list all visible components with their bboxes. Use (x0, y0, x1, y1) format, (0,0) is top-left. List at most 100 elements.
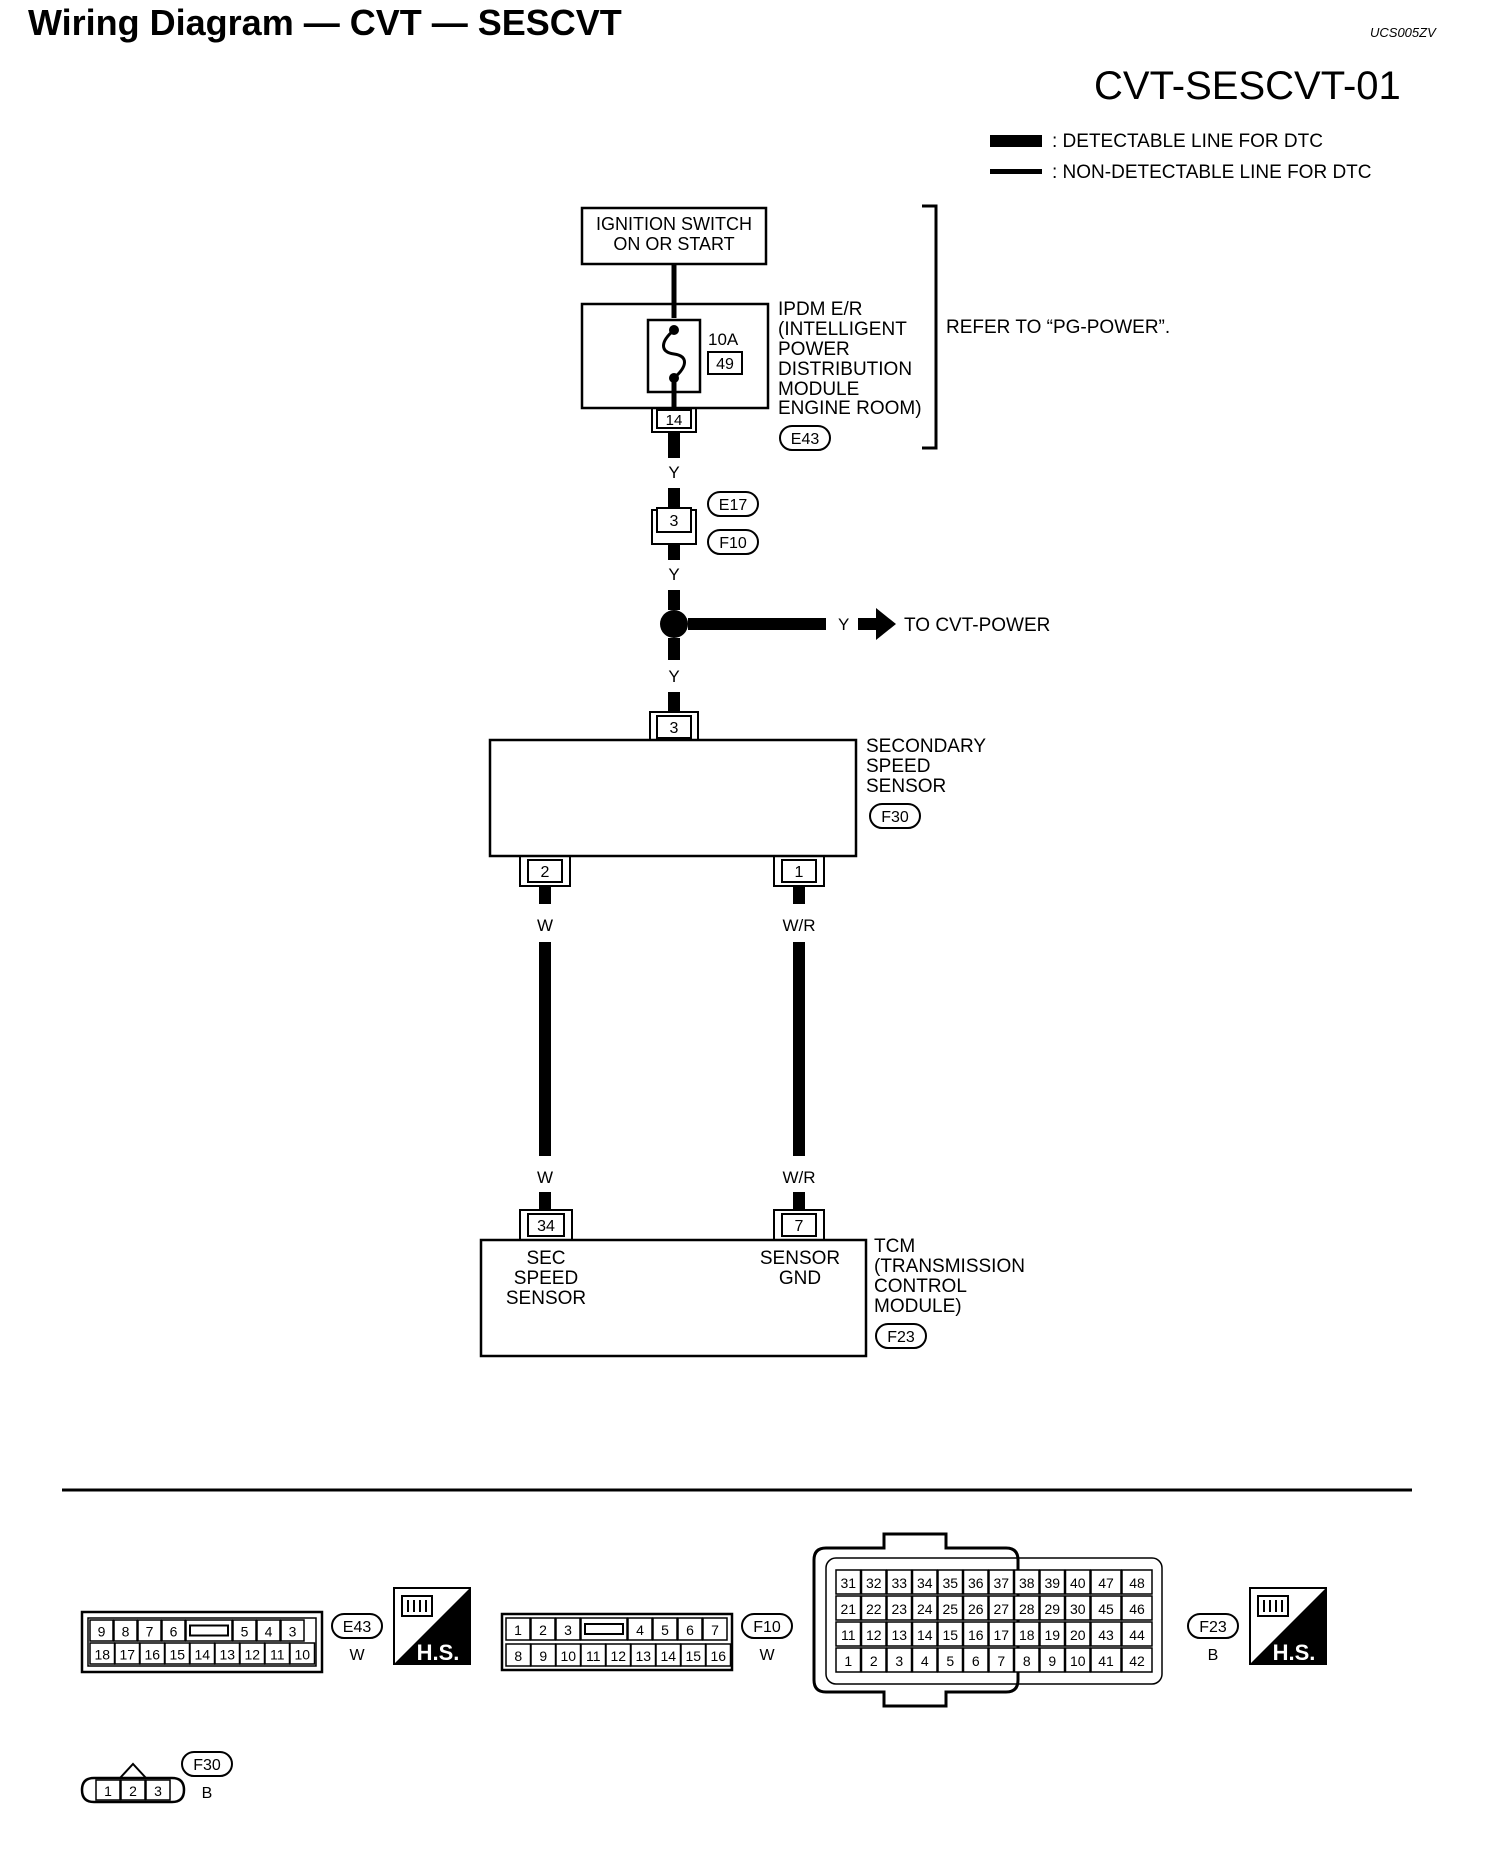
connector-pin-cell (702, 1617, 728, 1641)
connector-pin-cell (1039, 1569, 1066, 1595)
joint-connector-top: E17 (719, 497, 748, 514)
tcm-pin-left: 34 (519, 1209, 573, 1240)
wire-wr-label-bottom: W/R (782, 1168, 815, 1187)
ignition-label-1: IGNITION SWITCH (596, 214, 752, 234)
refer-bracket: REFER TO “PG-POWER”. (922, 204, 1170, 450)
sensor-pin-top: 3 (649, 711, 699, 740)
tcm-connector-label: F23 (887, 1329, 915, 1346)
connector-pin-number: 42 (1129, 1653, 1145, 1669)
connector-pin-cell (145, 1779, 171, 1801)
connector-pin-number: 11 (586, 1648, 601, 1664)
tcm-left-label-2: SPEED (514, 1268, 578, 1289)
connector-pin-cell (185, 1619, 233, 1642)
connector-pin-number: 19 (1044, 1627, 1060, 1643)
connector-pin-number: 47 (1098, 1575, 1114, 1591)
connector-pin-number: 44 (1129, 1627, 1145, 1643)
connector-pin-cell (505, 1617, 531, 1641)
joint-connector-badge-bottom (707, 529, 759, 555)
connector-pin-number: 6 (972, 1653, 980, 1669)
connector-f30-label: F30 (193, 1757, 221, 1774)
connector-pin-number: 7 (997, 1653, 1005, 1669)
connector-pin-number: 5 (661, 1622, 669, 1638)
connector-pin-number: 36 (968, 1575, 984, 1591)
joint-connector: 3 E17 F10 (651, 491, 759, 555)
connector-pin-number: 9 (1048, 1653, 1056, 1669)
connector-pin-number: 14 (660, 1648, 676, 1664)
connector-pin-cell (1064, 1647, 1091, 1673)
ipdm-name-3: POWER (778, 339, 850, 360)
connector-pin-cell (232, 1619, 257, 1642)
connector-pin-cell (137, 1619, 162, 1642)
connector-pin-cell (988, 1621, 1015, 1647)
connector-pin-cell (860, 1569, 887, 1595)
wire-y-label-2: Y (668, 565, 679, 584)
tcm-pin-left-number: 34 (537, 1218, 555, 1235)
ipdm-name-1: IPDM E/R (778, 299, 862, 320)
connector-pin-cell (835, 1647, 862, 1673)
connector-pin-number: 45 (1098, 1601, 1114, 1617)
fuse-amperage: 10A (708, 330, 739, 349)
connector-pin-cell (677, 1617, 703, 1641)
connector-key-slot (584, 1623, 624, 1635)
connector-pin-number: 14 (917, 1627, 933, 1643)
connector-pin-number: 1 (514, 1622, 522, 1638)
connector-pin-number: 1 (844, 1653, 852, 1669)
connector-pin-cell (280, 1619, 305, 1642)
connector-pin-number: 3 (289, 1624, 297, 1640)
connector-pictogram-icon (1257, 1595, 1289, 1617)
connector-pin-number: 33 (891, 1575, 907, 1591)
secondary-speed-sensor: SECONDARY SPEED SENSOR F30 (488, 736, 986, 858)
tcm-left-label-3: SENSOR (506, 1288, 586, 1309)
connector-pin-cell (937, 1647, 964, 1673)
joint-connector-badge-top (707, 491, 759, 517)
connector-pin-cell (886, 1595, 913, 1621)
connector-pin-cell (835, 1569, 862, 1595)
ipdm-connector-badge (779, 425, 831, 451)
connector-e43-color: W (349, 1647, 365, 1664)
connector-pin-number: 38 (1019, 1575, 1035, 1591)
connector-pin-number: 4 (636, 1622, 644, 1638)
connector-pin-number: 3 (154, 1783, 162, 1799)
wire-w-label-bottom: W (537, 1168, 553, 1187)
wire-y-label-1: Y (668, 463, 679, 482)
connector-pin-cell (962, 1569, 989, 1595)
tcm-pin-right: 7 (773, 1209, 825, 1240)
connector-pin-number: 2 (539, 1622, 547, 1638)
joint-pin-number: 3 (670, 513, 679, 530)
tcm-name-1: TCM (874, 1236, 915, 1257)
connector-pin-cell (937, 1569, 964, 1595)
connector-pin-number: 18 (1019, 1627, 1035, 1643)
connector-pin-cell (911, 1569, 938, 1595)
refer-note: REFER TO “PG-POWER”. (946, 317, 1170, 338)
tcm-box: SEC SPEED SENSOR SENSOR GND (479, 1238, 868, 1358)
connector-pin-cell (627, 1617, 653, 1641)
hs-label-e43: H.S. (417, 1640, 460, 1665)
connector-pin-number: 15 (942, 1627, 958, 1643)
tcm-name-3: CONTROL (874, 1276, 967, 1297)
connector-pin-cell (988, 1569, 1015, 1595)
arrow-right-icon (858, 608, 896, 640)
sensor-pin-left: 2 (519, 856, 571, 887)
connector-pin-cell (1039, 1621, 1066, 1647)
connector-pin-number: 9 (539, 1648, 547, 1664)
connector-pin-cell (1090, 1647, 1122, 1673)
connector-pictogram-icon (401, 1595, 433, 1617)
sensor-name-1: SECONDARY (866, 736, 986, 757)
connector-pin-number: 22 (866, 1601, 882, 1617)
connector-pin-number: 31 (840, 1575, 856, 1591)
connector-pin-number: 11 (270, 1647, 285, 1663)
connector-pin-number: 10 (1070, 1653, 1086, 1669)
connector-f23-color: B (1208, 1647, 1219, 1664)
connector-pin-number: 29 (1044, 1601, 1060, 1617)
connector-pin-cell (860, 1595, 887, 1621)
connector-pin-number: 23 (891, 1601, 907, 1617)
connector-pin-number: 26 (968, 1601, 984, 1617)
connector-pin-number: 16 (968, 1627, 984, 1643)
diagram-id: CVT-SESCVT-01 (1094, 64, 1401, 108)
